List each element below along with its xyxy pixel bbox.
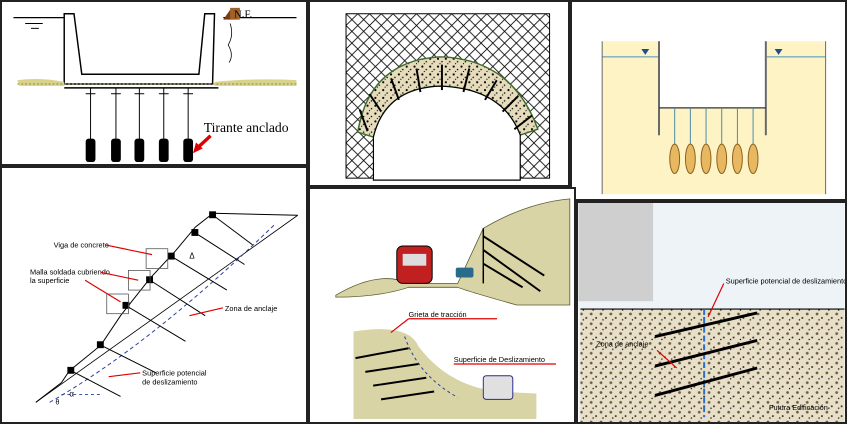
basement-anchor-diagram: N.F. Tirante anclado [13,7,297,163]
beam-label: Viga de concreto [54,241,109,250]
slide-surface-label: Superficie de Deslizamiento [454,355,545,364]
alpha-symbol: α [69,389,74,398]
panel-slope-anchors: Viga de concreto Malla soldada cubriendo… [0,166,308,424]
rail-cut-diagram: Grieta de tracción Superficie de Desliza… [335,198,571,420]
delta-symbol: Δ [189,252,195,261]
water-level-label: N.F. [234,9,252,21]
crack-label: Grieta de tracción [409,310,467,319]
panel-excavation [570,0,847,201]
mesh-label-line2: la superficie [30,276,69,285]
failure-surface-label: Superficie potencial de deslizamiento [726,277,845,286]
theta-symbol: θ [56,399,60,406]
anchor-bulbs [669,107,759,175]
failure-surface-line2: de deslizamiento [142,378,197,387]
anchor-zone-label: Zona de anclaje [225,304,277,313]
panel-rail-cut: Grieta de tracción Superficie de Desliza… [308,187,576,424]
failure-surface-line1: Superficie potencial [142,369,207,378]
panel-arch-mesh [308,0,570,187]
tieback-label: Tirante anclado [204,120,289,135]
arch-mesh-diagram [345,13,551,181]
panel-building-excavation: Superficie potencial de deslizamiento Zo… [576,201,847,424]
mesh-label-line1: Malla soldada cubriendo [30,267,110,276]
future-building-label: Futura Edificación [769,403,828,412]
anchor-zone-label: Zona de anclaje [596,339,648,348]
slope-anchor-diagram: Viga de concreto Malla soldada cubriendo… [30,211,298,406]
panel-basement-anchors: N.F. Tirante anclado [0,0,308,166]
building-excavation-diagram: Superficie potencial de deslizamiento Zo… [578,203,845,422]
excavation-diagram [601,41,827,195]
tieback-anchors [85,87,194,163]
